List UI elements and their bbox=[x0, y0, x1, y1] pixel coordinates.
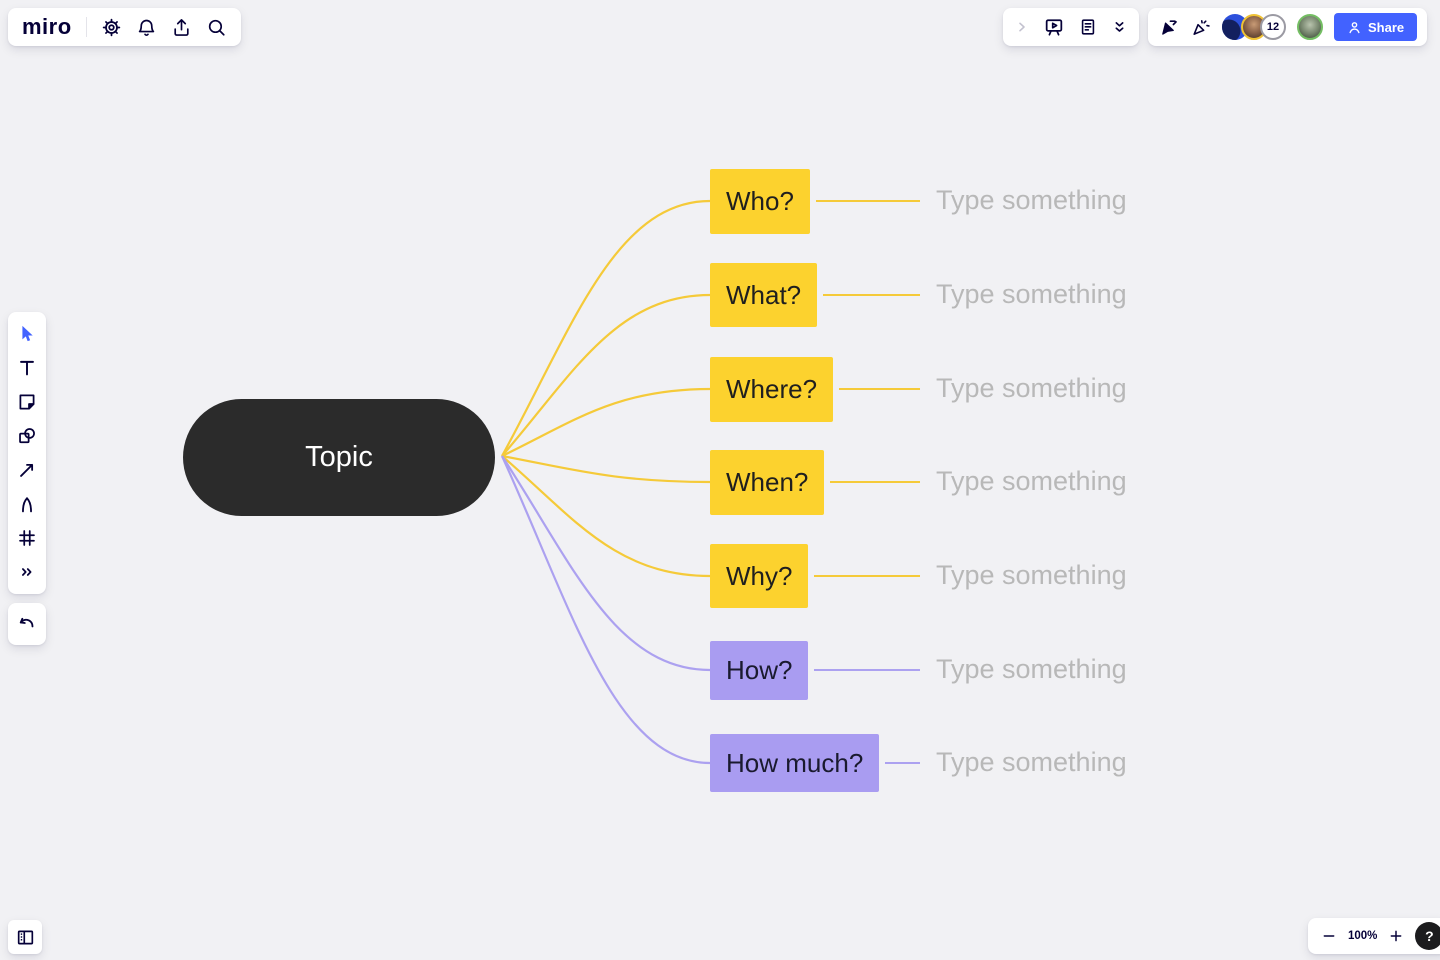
presentation-mode-button[interactable] bbox=[1043, 16, 1065, 38]
mindmap-placeholder-where[interactable]: Type something bbox=[936, 372, 1127, 403]
reactions-button[interactable] bbox=[1190, 17, 1211, 38]
shapes-icon bbox=[19, 428, 35, 444]
notifications-bell-icon bbox=[138, 19, 154, 36]
frame-icon bbox=[19, 530, 35, 546]
zoom-toolbar: 100% ? bbox=[1308, 918, 1440, 954]
mindmap-placeholder-how[interactable]: Type something bbox=[936, 653, 1127, 684]
branch-connector-what bbox=[501, 293, 711, 457]
mindmap-root-label: Topic bbox=[305, 441, 373, 473]
branch-connector-how bbox=[501, 455, 711, 672]
more-tools-button[interactable] bbox=[12, 557, 42, 587]
collaboration-toolbar: 12 Share bbox=[1148, 8, 1428, 46]
share-label: Share bbox=[1368, 19, 1405, 35]
plus-icon bbox=[1391, 930, 1402, 942]
export-upload-icon bbox=[174, 18, 189, 36]
divider bbox=[85, 17, 87, 37]
sticky-note-tool-button[interactable] bbox=[12, 387, 42, 417]
mindmap-node-why[interactable]: Why? bbox=[710, 544, 809, 608]
main-menu-toolbar: miro bbox=[8, 8, 241, 46]
double-chevron-down-icon bbox=[1115, 21, 1124, 32]
collaborator-count-badge[interactable]: 12 bbox=[1260, 14, 1286, 40]
export-button[interactable] bbox=[171, 17, 192, 38]
settings-button[interactable] bbox=[101, 17, 122, 38]
help-label: ? bbox=[1425, 928, 1434, 944]
expand-panel-button[interactable] bbox=[1014, 19, 1030, 35]
help-button[interactable]: ? bbox=[1415, 922, 1440, 950]
mindmap-placeholder-what[interactable]: Type something bbox=[936, 278, 1127, 309]
undo-toolbar bbox=[8, 603, 46, 645]
mindmap-placeholder-when[interactable]: Type something bbox=[936, 465, 1127, 496]
branch-connector-how-much bbox=[500, 455, 711, 765]
undo-icon bbox=[19, 617, 34, 628]
follow-cursor-icon bbox=[1162, 19, 1177, 35]
mindmap-node-where[interactable]: Where? bbox=[710, 356, 834, 422]
frames-panel-toolbar bbox=[8, 920, 42, 954]
shapes-tool-button[interactable] bbox=[12, 421, 42, 451]
zoom-in-button[interactable] bbox=[1388, 928, 1404, 944]
follow-cursor-button[interactable] bbox=[1158, 17, 1179, 38]
undo-button[interactable] bbox=[16, 613, 38, 635]
sticky-note-icon bbox=[19, 394, 35, 410]
miro-logo[interactable]: miro bbox=[22, 14, 72, 39]
chevron-right-icon bbox=[1019, 22, 1025, 32]
notes-button[interactable] bbox=[1078, 17, 1098, 37]
frame-tool-button[interactable] bbox=[12, 523, 42, 553]
creation-toolbar bbox=[8, 312, 46, 594]
board-tools-toolbar bbox=[1003, 8, 1139, 46]
search-icon bbox=[208, 19, 225, 36]
notifications-button[interactable] bbox=[136, 17, 157, 38]
notes-document-icon bbox=[1081, 19, 1095, 35]
collaborator-avatars: 12 bbox=[1222, 14, 1286, 40]
select-cursor-icon bbox=[22, 325, 33, 342]
search-button[interactable] bbox=[206, 17, 227, 38]
text-icon bbox=[20, 360, 34, 376]
frames-panel-button[interactable] bbox=[15, 927, 36, 948]
connection-line-tool-button[interactable] bbox=[12, 455, 42, 485]
presentation-icon bbox=[1045, 19, 1063, 36]
reactions-confetti-icon bbox=[1193, 19, 1210, 35]
zoom-level[interactable]: 100% bbox=[1348, 930, 1378, 942]
pen-tool-button[interactable] bbox=[12, 489, 42, 519]
branch-connector-when bbox=[501, 454, 711, 484]
mindmap-placeholder-who[interactable]: Type something bbox=[936, 184, 1127, 215]
mindmap-node-what[interactable]: What? bbox=[710, 263, 818, 327]
text-tool-button[interactable] bbox=[12, 353, 42, 383]
select-tool-button[interactable] bbox=[12, 319, 42, 349]
collapse-toolbar-button[interactable] bbox=[1111, 19, 1128, 36]
minus-icon bbox=[1323, 935, 1335, 937]
mindmap-root-node[interactable]: Topic bbox=[183, 399, 495, 516]
frames-panel-icon bbox=[17, 930, 33, 944]
zoom-out-button[interactable] bbox=[1321, 928, 1337, 944]
share-person-icon bbox=[1349, 21, 1360, 33]
pen-icon bbox=[22, 497, 32, 513]
current-user-avatar[interactable] bbox=[1297, 14, 1323, 40]
mindmap-placeholder-why[interactable]: Type something bbox=[936, 559, 1127, 590]
mindmap-node-how[interactable]: How? bbox=[710, 640, 809, 700]
mindmap-node-when[interactable]: When? bbox=[710, 449, 825, 515]
mindmap-node-who[interactable]: Who? bbox=[710, 168, 810, 234]
branch-connector-who bbox=[501, 199, 711, 457]
settings-gear-icon bbox=[102, 18, 120, 36]
double-chevron-right-icon bbox=[22, 568, 32, 576]
mindmap-node-how-much[interactable]: How much? bbox=[710, 734, 880, 792]
mindmap-placeholder-how-much[interactable]: Type something bbox=[936, 746, 1127, 777]
share-button[interactable]: Share bbox=[1334, 13, 1418, 41]
arrow-icon bbox=[20, 463, 34, 477]
collaborator-count: 12 bbox=[1266, 21, 1280, 33]
branch-connector-why bbox=[501, 455, 711, 578]
branch-connector-where bbox=[501, 387, 711, 457]
